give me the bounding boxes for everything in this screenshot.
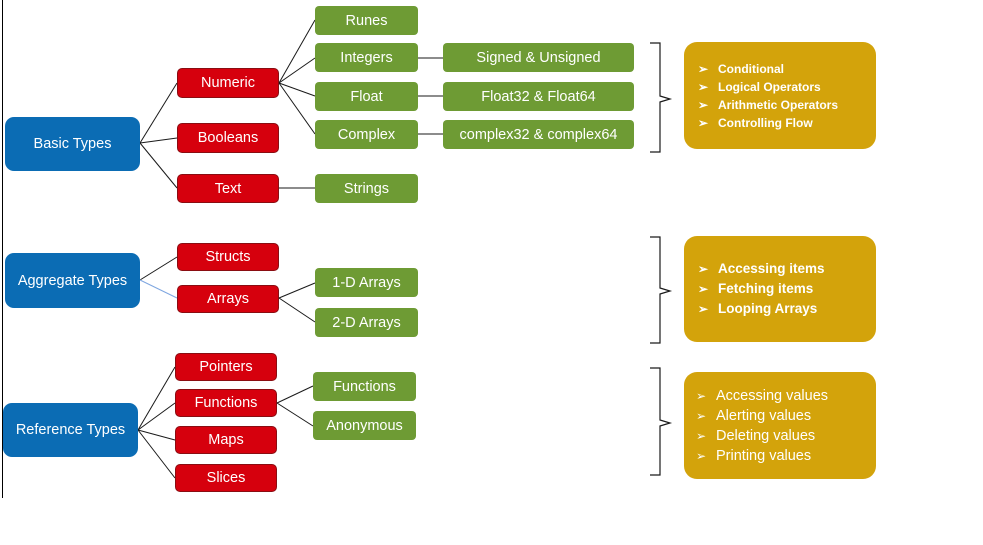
connector-aggregate-structs bbox=[139, 256, 178, 281]
bullet-arrow-icon: ➢ bbox=[696, 388, 707, 403]
connector-numeric-float bbox=[278, 82, 316, 97]
leaf-float32-float64: Float32 & Float64 bbox=[443, 82, 634, 111]
note-item: ➢Printing values bbox=[696, 447, 812, 464]
connector-basic-booleans bbox=[139, 137, 178, 144]
left-border-line bbox=[2, 0, 3, 498]
note-item: ➢Accessing values bbox=[696, 387, 829, 404]
subtype-booleans: Booleans bbox=[177, 123, 279, 153]
subtype-arrays: Arrays bbox=[177, 285, 279, 313]
bullet-arrow-icon: ➢ bbox=[698, 61, 709, 76]
subtype-maps: Maps bbox=[175, 426, 277, 454]
category-aggregate-types: Aggregate Types bbox=[5, 253, 140, 308]
bullet-arrow-icon: ➢ bbox=[696, 408, 707, 423]
subtype-functions: Functions bbox=[175, 389, 277, 417]
connector-functions-anonymous bbox=[276, 402, 314, 427]
bullet-arrow-icon: ➢ bbox=[698, 302, 709, 316]
brace-basic bbox=[650, 42, 673, 153]
note-item: ➢Conditional bbox=[698, 61, 784, 76]
bullet-arrow-icon: ➢ bbox=[698, 115, 709, 130]
leaf-complex: Complex bbox=[315, 120, 418, 149]
leaf-anonymous: Anonymous bbox=[313, 411, 416, 440]
category-basic-types: Basic Types bbox=[5, 117, 140, 171]
note-reference-operations: ➢Accessing values ➢Alerting values ➢Dele… bbox=[684, 372, 876, 479]
subtype-slices: Slices bbox=[175, 464, 277, 492]
connector-arrays-1d bbox=[278, 282, 316, 299]
note-item: ➢Logical Operators bbox=[698, 79, 821, 94]
subtype-text: Text bbox=[177, 174, 279, 203]
brace-aggregate bbox=[650, 236, 673, 344]
connector-reference-pointers bbox=[137, 366, 176, 431]
bullet-arrow-icon: ➢ bbox=[696, 428, 707, 443]
leaf-runes: Runes bbox=[315, 6, 418, 35]
note-item: ➢Fetching items bbox=[698, 279, 876, 299]
subtype-pointers: Pointers bbox=[175, 353, 277, 381]
bullet-arrow-icon: ➢ bbox=[698, 97, 709, 112]
leaf-float: Float bbox=[315, 82, 418, 111]
subtype-numeric: Numeric bbox=[177, 68, 279, 98]
leaf-strings: Strings bbox=[315, 174, 418, 203]
leaf-2d-arrays: 2-D Arrays bbox=[315, 308, 418, 337]
bullet-arrow-icon: ➢ bbox=[698, 262, 709, 276]
bullet-arrow-icon: ➢ bbox=[696, 448, 707, 463]
subtype-structs: Structs bbox=[177, 243, 279, 271]
note-aggregate-operations: ➢Accessing items ➢Fetching items ➢Loopin… bbox=[684, 236, 876, 342]
note-basic-operations: ➢Conditional ➢Logical Operators ➢Arithme… bbox=[684, 42, 876, 149]
connector-functions-functions bbox=[276, 385, 314, 404]
leaf-functions: Functions bbox=[313, 372, 416, 401]
connector-aggregate-arrays bbox=[139, 279, 178, 299]
connector-basic-text bbox=[139, 142, 178, 189]
connector-arrays-2d bbox=[278, 297, 316, 323]
bullet-arrow-icon: ➢ bbox=[698, 282, 709, 296]
note-item: ➢Arithmetic Operators bbox=[698, 97, 839, 112]
note-item: ➢Looping Arrays bbox=[698, 299, 876, 319]
note-item: ➢Alerting values bbox=[696, 407, 812, 424]
note-item: ➢Deleting values bbox=[696, 427, 816, 444]
connector-numeric-runes bbox=[278, 19, 316, 84]
category-reference-types: Reference Types bbox=[3, 403, 138, 457]
leaf-signed-unsigned: Signed & Unsigned bbox=[443, 43, 634, 72]
connector-numeric-complex bbox=[278, 82, 316, 135]
connector-reference-functions bbox=[137, 402, 176, 431]
brace-reference bbox=[650, 367, 673, 476]
connector-numeric-integers bbox=[278, 57, 316, 84]
connector-reference-slices bbox=[137, 429, 176, 479]
leaf-complex32-complex64: complex32 & complex64 bbox=[443, 120, 634, 149]
bullet-arrow-icon: ➢ bbox=[698, 79, 709, 94]
note-item: ➢Controlling Flow bbox=[698, 115, 813, 130]
note-item: ➢Accessing items bbox=[698, 259, 876, 279]
connector-basic-numeric bbox=[139, 82, 178, 144]
leaf-1d-arrays: 1-D Arrays bbox=[315, 268, 418, 297]
leaf-integers: Integers bbox=[315, 43, 418, 72]
connector-reference-maps bbox=[137, 429, 176, 441]
